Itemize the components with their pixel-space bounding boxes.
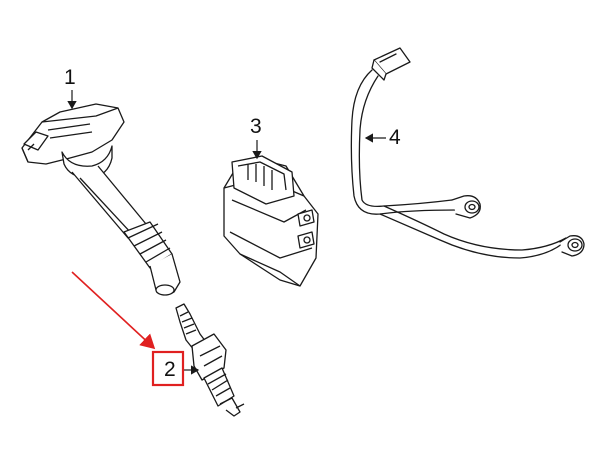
callout-4: 4: [389, 126, 401, 149]
ignition-coil: [21, 103, 181, 296]
engine-control-module: [223, 155, 319, 287]
callout-3: 3: [250, 115, 262, 138]
knock-sensor-harness: [350, 47, 585, 259]
highlight-box: [151, 350, 185, 387]
spark-plug: [175, 303, 245, 417]
callout-1: 1: [64, 66, 76, 89]
highlight-arrow: [71, 271, 156, 350]
callout-2: 2: [164, 358, 176, 381]
